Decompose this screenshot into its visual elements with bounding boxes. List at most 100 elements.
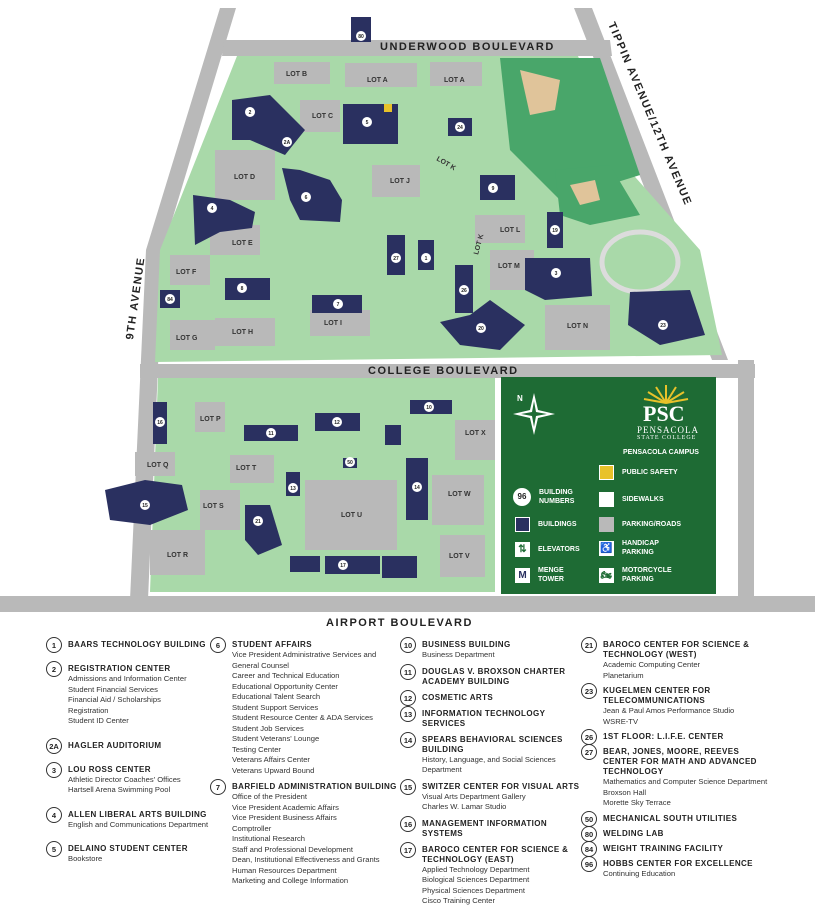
building-number-badge: 5 — [46, 841, 62, 857]
lot-label: LOT G — [176, 335, 198, 342]
building-name: WEIGHT TRAINING FACILITY — [603, 843, 724, 853]
building-number-badge: 27 — [581, 744, 597, 760]
legend-menge-tower: M MENGE TOWER — [515, 566, 574, 584]
department-line: Bookstore — [68, 854, 103, 863]
department-line: Registration — [68, 705, 109, 715]
lot-label: LOT D — [234, 174, 255, 181]
department-line: Mathematics and Computer Science Departm… — [603, 777, 768, 786]
building-marker: 15 — [140, 500, 150, 510]
legend-sidewalks: SIDEWALKS — [599, 492, 664, 507]
road-label-middle: COLLEGE BOULEVARD — [368, 365, 519, 377]
public-safety-marker — [384, 104, 392, 112]
lot-label: LOT P — [200, 416, 221, 423]
handicap-icon: ♿ — [599, 540, 614, 556]
building-name: BEAR, JONES, MOORE, REEVES CENTER FOR MA… — [603, 747, 757, 776]
svg-text:12: 12 — [334, 420, 340, 426]
lot-label: LOT H — [232, 329, 253, 336]
compass-icon: N — [513, 393, 555, 435]
building-name: REGISTRATION CENTER — [68, 664, 171, 673]
building-name: BAROCO CENTER FOR SCIENCE & TECHNOLOGY (… — [422, 844, 569, 864]
department-line: Visual Arts Department Gallery — [422, 791, 526, 801]
department-line: Planetarium — [603, 670, 644, 680]
building-marker: 2 — [245, 107, 255, 117]
building-name: BARFIELD ADMINISTRATION BUILDING — [232, 782, 397, 791]
svg-text:8: 8 — [241, 286, 244, 292]
building-name: HAGLER AUDITORIUM — [68, 740, 162, 750]
legend-building-numbers: 96 BUILDING NUMBERS — [513, 488, 579, 506]
building-marker: 14 — [412, 482, 422, 492]
lot-label: LOT T — [236, 465, 257, 472]
department-line: Student Veterans' Lounge — [232, 734, 320, 743]
department-line: English and Communications Department — [68, 819, 209, 829]
lot-label: LOT Q — [147, 462, 169, 469]
psc-logo-subtitle: PENSACOLA — [637, 425, 700, 435]
svg-text:7: 7 — [337, 302, 340, 308]
building-marker: 5 — [362, 117, 372, 127]
psc-sun-logo-icon — [643, 385, 689, 404]
building-name: MANAGEMENT INFORMATION SYSTEMS — [422, 818, 548, 838]
lot-label: LOT S — [203, 503, 224, 510]
building-marker: 13 — [288, 483, 298, 493]
lot-label: LOT A — [367, 77, 388, 84]
department-line: Vice President Business Affairs — [232, 813, 337, 822]
building-number-badge: 10 — [400, 637, 416, 653]
building-number-badge: 6 — [210, 637, 226, 653]
building-marker: 3 — [551, 268, 561, 278]
building-number-badge: 84 — [581, 840, 597, 857]
building-name: BAARS TECHNOLOGY BUILDING — [68, 640, 206, 649]
lot-label: LOT A — [444, 77, 465, 84]
building-marker: 6 — [301, 192, 311, 202]
svg-text:24: 24 — [457, 125, 463, 131]
legend-parking-roads: PARKING/ROADS — [599, 517, 681, 532]
svg-text:16: 16 — [157, 420, 163, 426]
department-line: Student Resource Center & ADA Services — [232, 713, 373, 722]
building-number-badge: 3 — [46, 761, 62, 778]
department-line: Cisco Training Center — [422, 896, 496, 905]
building-marker: 27 — [391, 253, 401, 263]
department-line: Applied Technology Department — [422, 864, 530, 874]
building-marker: 21 — [253, 516, 263, 526]
building-marker: 2A — [282, 137, 292, 147]
building-name: SPEARS BEHAVIORAL SCIENCES BUILDING — [422, 734, 563, 754]
department-line: Dean, Institutional Effectiveness and Gr… — [232, 855, 380, 864]
lot-label: LOT M — [498, 263, 520, 270]
department-line: Veterans Upward Bound — [232, 765, 315, 775]
department-line: Biological Sciences Department — [422, 875, 530, 884]
building-name: WELDING LAB — [603, 828, 664, 838]
svg-text:N: N — [517, 394, 523, 403]
building-name: STUDENT AFFAIRS — [232, 640, 312, 649]
department-line: Human Resources Department — [232, 865, 337, 875]
road-label-north: UNDERWOOD BOULEVARD — [380, 41, 555, 53]
building-name: 1ST FLOOR: L.I.F.E. CENTER — [603, 732, 724, 741]
building-marker: 19 — [550, 225, 560, 235]
building-name: HOBBS CENTER FOR EXCELLENCE — [603, 858, 753, 868]
building-number-badge: 26 — [581, 729, 597, 745]
svg-text:26: 26 — [461, 288, 467, 294]
svg-text:1: 1 — [425, 256, 428, 262]
building-name: BAROCO CENTER FOR SCIENCE & TECHNOLOGY (… — [603, 640, 750, 659]
athletic-fields — [500, 58, 681, 295]
department-line: Vice President Administrative Services a… — [232, 650, 377, 670]
legend-public-safety: PUBLIC SAFETY — [599, 465, 678, 480]
psc-logo-subtitle-2: STATE COLLEGE — [637, 435, 697, 441]
svg-text:2A: 2A — [284, 140, 291, 146]
building-number-badge: 14 — [400, 731, 416, 748]
svg-text:4: 4 — [211, 206, 214, 212]
